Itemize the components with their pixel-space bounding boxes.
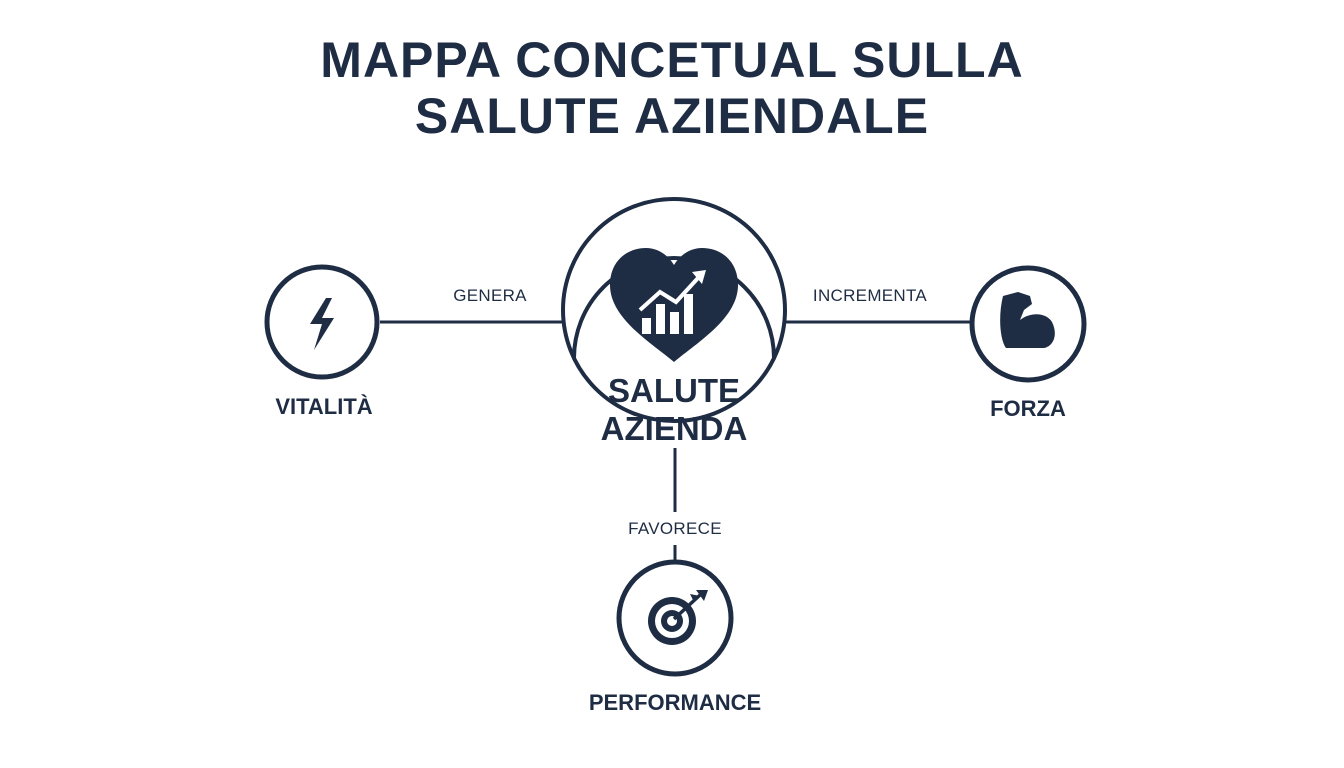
- lightning-bolt-icon: [310, 298, 334, 350]
- edge-label-genera: GENERA: [453, 286, 527, 305]
- center-label-line-1: SALUTE: [608, 372, 740, 409]
- edge-label-favorece: FAVORECE: [628, 519, 722, 538]
- edge-label-incrementa: INCREMENTA: [812, 286, 928, 305]
- title-line-2: SALUTE AZIENDALE: [414, 88, 930, 144]
- center-label-line-2: AZIENDA: [600, 410, 748, 447]
- flexed-arm-icon: [1000, 292, 1055, 348]
- target-arrow-icon: [648, 590, 708, 645]
- center-node-label: SALUTE AZIENDA: [574, 372, 774, 448]
- node-forza: [969, 265, 1087, 383]
- node-performance: [616, 559, 734, 677]
- node-label-forza: FORZA: [990, 396, 1066, 421]
- center-node: [561, 197, 787, 423]
- node-label-vitalita: VITALITÀ: [275, 394, 373, 419]
- title-line-1: MAPPA CONCETUAL SULLA: [320, 32, 1024, 88]
- heart-growth-chart-icon: [610, 248, 738, 362]
- node-label-performance: PERFORMANCE: [588, 690, 762, 715]
- diagram-title: MAPPA CONCETUAL SULLA SALUTE AZIENDALE: [0, 32, 1344, 144]
- node-vitalita: [264, 264, 380, 380]
